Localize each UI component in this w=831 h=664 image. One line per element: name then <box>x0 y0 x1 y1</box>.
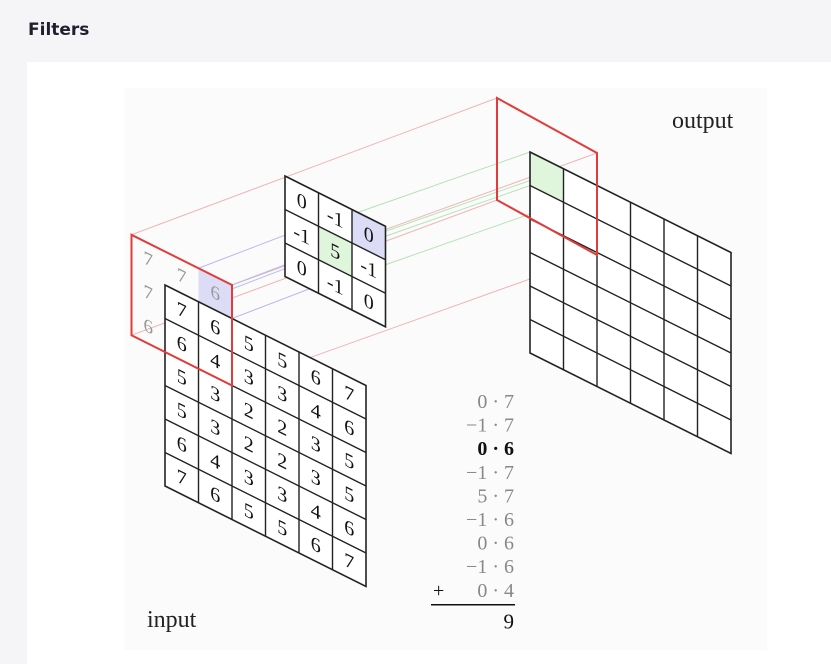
input-cell-value: 3 <box>210 380 220 408</box>
input-cell-value: 4 <box>210 347 220 375</box>
input-cell-value: 3 <box>244 464 254 492</box>
kernel-cell-value: 0 <box>364 221 374 249</box>
input-window <box>130 233 233 388</box>
input-cell-value: 2 <box>277 447 287 475</box>
kernel-cell-value: 0 <box>364 288 374 316</box>
input-cell-value: 3 <box>311 464 321 492</box>
input-cell-value: 4 <box>311 497 321 525</box>
input-cell-value: 7 <box>177 464 187 492</box>
input-cell-value: 3 <box>244 363 254 391</box>
input-cell-value: 5 <box>244 330 254 358</box>
input-cell-value: 6 <box>311 531 321 559</box>
output-label: output <box>672 108 734 134</box>
input-cell-value: 5 <box>344 447 354 475</box>
calc-plus-sign: + <box>433 580 444 602</box>
section-title: Filters <box>28 20 90 40</box>
green-projection-line <box>351 168 564 244</box>
kernel-cell-value: 5 <box>330 238 340 266</box>
calc-result: 9 <box>504 609 515 633</box>
padded-value: 6 <box>143 314 153 339</box>
input-grid: 7767676556764334653223553223564334676556… <box>130 233 367 588</box>
input-cell-value: 5 <box>244 497 254 525</box>
input-cell-value: 5 <box>177 363 187 391</box>
output-window <box>496 96 598 257</box>
kernel-cell-value: 0 <box>297 187 307 215</box>
input-cell-value: 7 <box>177 296 187 324</box>
input-cell-value: 4 <box>210 447 220 475</box>
input-cell-value: 2 <box>244 430 254 458</box>
input-cell-value: 6 <box>344 514 354 542</box>
input-cell-value: 6 <box>177 430 187 458</box>
calc-term: −1 · 7 <box>466 415 514 437</box>
input-cell-value: 6 <box>210 481 220 509</box>
calc-term: 0 · 6 <box>477 533 514 555</box>
padded-value: 7 <box>143 281 153 306</box>
padded-value: 7 <box>143 247 153 272</box>
kernel-corner-highlight <box>352 209 386 260</box>
input-cell-value: 7 <box>344 380 354 408</box>
calc-term: −1 · 7 <box>466 462 514 484</box>
kernel-cell-value: 0 <box>297 254 307 282</box>
input-cell-value: 2 <box>244 397 254 425</box>
calc-term: 0 · 4 <box>477 580 514 602</box>
input-cell-value: 3 <box>277 481 287 509</box>
input-cell-value: 6 <box>344 414 354 442</box>
input-cell-value: 4 <box>311 397 321 425</box>
red-projection-line <box>131 97 498 236</box>
padded-value: 7 <box>177 264 187 289</box>
kernel-cell-value: -1 <box>327 202 344 233</box>
input-cell-value: 6 <box>210 313 220 341</box>
calc-term: −1 · 6 <box>466 509 514 531</box>
input-cell-value: 5 <box>344 481 354 509</box>
padded-value: 6 <box>210 281 220 306</box>
green-projection-line <box>351 201 564 277</box>
calculation: 0 · 7−1 · 70 · 6−1 · 75 · 7−1 · 60 · 6−1… <box>431 391 515 633</box>
kernel-grid: 0 -1 0 -1 5 -1 0 -1 0 <box>284 174 387 329</box>
input-cell-value: 5 <box>277 514 287 542</box>
input-cell-value: 6 <box>177 330 187 358</box>
output-grid <box>496 96 732 455</box>
input-cell-value: 5 <box>277 347 287 375</box>
input-cell-value: 3 <box>311 430 321 458</box>
input-cell-value: 2 <box>277 414 287 442</box>
input-cell-value: 7 <box>344 548 354 576</box>
kernel-cell-value: -1 <box>327 269 344 300</box>
input-cell-value: 6 <box>311 363 321 391</box>
calc-term: −1 · 6 <box>466 556 514 578</box>
input-label: input <box>147 607 197 633</box>
grid-line <box>284 208 386 261</box>
kernel-cell-value: -1 <box>360 253 377 284</box>
input-cell-value: 5 <box>177 397 187 425</box>
grid-line <box>284 242 386 294</box>
calc-term: 0 · 7 <box>477 391 514 413</box>
input-cell-value: 3 <box>210 414 220 442</box>
calc-term: 0 · 6 <box>477 438 514 460</box>
calc-term: 5 · 7 <box>477 485 514 507</box>
input-cell-value: 3 <box>277 380 287 408</box>
kernel-cell-value: -1 <box>293 219 310 250</box>
output-cell-highlight <box>530 152 564 203</box>
